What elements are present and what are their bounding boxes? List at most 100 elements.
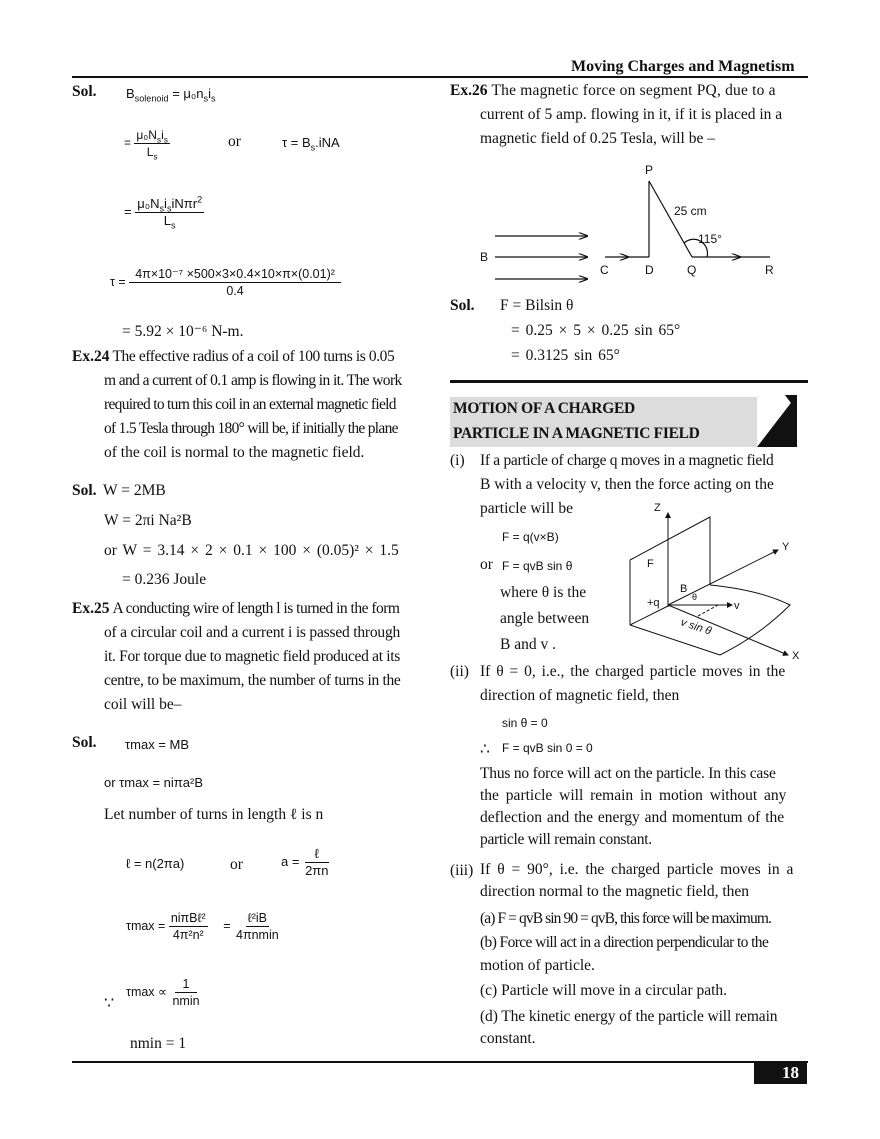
svg-text:25 cm: 25 cm <box>674 204 707 218</box>
point-iii-label: (iii) <box>450 862 474 879</box>
or-text: or <box>480 556 493 573</box>
equation-tau-max-nipa: or τmax = niπa²B <box>104 775 203 790</box>
eq-term: i <box>161 128 164 142</box>
eq-denominator: 2πn <box>305 863 329 878</box>
question-line: required to turn this coil in an externa… <box>104 396 396 413</box>
text-line: B with a velocity v, then the force acti… <box>480 476 774 493</box>
svg-text:Z: Z <box>654 502 661 514</box>
eq-term: L <box>146 145 154 159</box>
segment-pq-diagram: P 25 cm 115° B C D Q R <box>480 163 774 285</box>
fraction: 1 nmin <box>170 976 201 1009</box>
text-line: B and v . <box>500 636 556 653</box>
since-symbol: ∵ <box>104 995 115 1012</box>
point-ii-label: (ii) <box>450 663 469 680</box>
sub-point: (a) F = qvB sin 90 = qvB, this force wil… <box>480 910 772 927</box>
point-iii-text: If θ = 90°, i.e. the charged particle mo… <box>480 859 808 903</box>
fraction: μ₀NsisiNπr2 Ls <box>135 194 205 231</box>
question-line: The effective radius of a coil of 100 tu… <box>112 348 395 365</box>
question-line: of the coil is normal to the magnetic fi… <box>104 444 365 461</box>
svg-text:v sin θ: v sin θ <box>679 616 713 637</box>
question-line: A conducting wire of length l is turned … <box>112 600 400 617</box>
text-line: particle will be <box>480 500 573 517</box>
ex26-label: Ex.26 <box>450 82 488 99</box>
eq-term: τmax ∝ <box>126 984 167 999</box>
equation-fraction-2: = μ₀NsisiNπr2 Ls <box>124 194 205 231</box>
eq-term: i <box>208 86 211 101</box>
page-number: 18 <box>754 1061 807 1084</box>
sol-line: F = Bilsin θ <box>500 297 574 314</box>
svg-text:D: D <box>645 263 654 277</box>
fraction: ℓ²iB 4πnmin <box>234 910 281 943</box>
fraction: μ₀Nsis Ls <box>134 127 170 162</box>
svg-text:v: v <box>734 600 740 612</box>
sol-label: Sol. <box>72 83 97 100</box>
equation-tau-max-mb: τmax = MB <box>125 737 190 752</box>
eq-numerator: ℓ²iB <box>245 911 269 927</box>
question-line: m and a current of 0.1 amp is flowing in… <box>104 372 402 389</box>
eq-numerator: 1 <box>174 976 198 993</box>
eq-term: a = <box>281 853 300 869</box>
svg-text:C: C <box>600 263 609 277</box>
question-line: The magnetic force on segment PQ, due to… <box>491 82 776 99</box>
sol-line: = 0.25 × 5 × 0.25 sin 65° <box>511 322 681 339</box>
svg-text:Q: Q <box>687 263 696 277</box>
sol-label: Sol. <box>450 297 475 314</box>
svg-text:115°: 115° <box>698 232 722 246</box>
sub-point: constant. <box>480 1030 536 1047</box>
equation-proportional: τmax ∝ 1 nmin <box>126 976 202 1009</box>
equation-sin-zero: sin θ = 0 <box>502 716 548 730</box>
eq-sub: s <box>166 203 172 214</box>
text-line: deflection and the energy and momentum o… <box>480 809 785 826</box>
eq-sub: s <box>153 151 158 162</box>
tau-result: = 5.92 × 10⁻⁶ N-m. <box>122 323 244 340</box>
svg-text:B: B <box>680 583 687 595</box>
equation-tau-max-frac: τmax = niπBℓ² 4π²n² = ℓ²iB 4πnmin <box>126 910 281 943</box>
n-min-result: nmin = 1 <box>130 1035 187 1052</box>
eq-term: τmax = <box>126 918 166 933</box>
sol-line: = 0.236 Joule <box>122 571 207 588</box>
text-line: If a particle of charge q moves in a mag… <box>480 452 774 469</box>
equation-fraction-1: = μ₀Nsis Ls <box>124 127 170 162</box>
label-p: P <box>645 163 653 177</box>
eq-term: .iNA <box>315 135 340 150</box>
equation-a-eq: a = ℓ 2πn <box>281 846 331 879</box>
sub-point: motion of particle. <box>480 957 595 974</box>
svg-text:F: F <box>647 558 654 570</box>
sol-label: Sol. <box>72 482 97 499</box>
eq-numerator: niπBℓ² <box>168 911 208 927</box>
or-text: or <box>230 856 243 873</box>
question-line: of 1.5 Tesla through 180° will be, if in… <box>104 420 399 437</box>
eq-term: μ₀N <box>137 196 160 211</box>
sub-point: (d) The kinetic energy of the particle w… <box>480 1008 778 1025</box>
eq-sub: s <box>310 142 316 153</box>
eq-term: B <box>126 86 135 101</box>
eq-sup: 2 <box>197 194 203 205</box>
question-line: coil will be– <box>104 696 182 713</box>
equation-tau-bs: τ = Bs.iNA <box>282 135 340 153</box>
or-text: or <box>228 133 241 150</box>
equation-tau-numeric: τ = 4π×10⁻⁷ ×500×3×0.4×10×π×(0.01)² 0.4 <box>110 266 341 299</box>
header-rule <box>72 76 808 78</box>
eq-sub: solenoid <box>134 93 169 104</box>
svg-text:θ: θ <box>692 592 697 602</box>
heading-line: MOTION OF A CHARGED <box>453 400 635 417</box>
sol-line: = 0.3125 sin 65° <box>511 347 620 364</box>
eq-term: = μ₀n <box>172 86 204 101</box>
eq-term: τ = B <box>282 135 311 150</box>
question-line: centre, to be maximum, the number of tur… <box>104 672 401 689</box>
eq-denominator: nmin <box>172 994 200 1008</box>
point-i-text: If a particle of charge q moves in a mag… <box>480 449 808 521</box>
footer-rule <box>72 1061 808 1063</box>
question-line: magnetic field of 0.25 Tesla, will be – <box>480 130 715 147</box>
sub-point: (b) Force will act in a direction perpen… <box>480 934 769 951</box>
eq-denominator: 4π²n² <box>172 928 204 942</box>
charged-particle-3d-diagram: Z F Y B +q θ v v sin θ X <box>629 502 800 660</box>
text-line: angle between <box>500 610 590 627</box>
eq-sub: s <box>171 220 176 231</box>
sol-label: Sol. <box>72 734 97 751</box>
ex24-label: Ex.24 <box>72 348 110 365</box>
eq-sub: s <box>156 134 162 145</box>
ex25-label: Ex.25 <box>72 600 110 617</box>
